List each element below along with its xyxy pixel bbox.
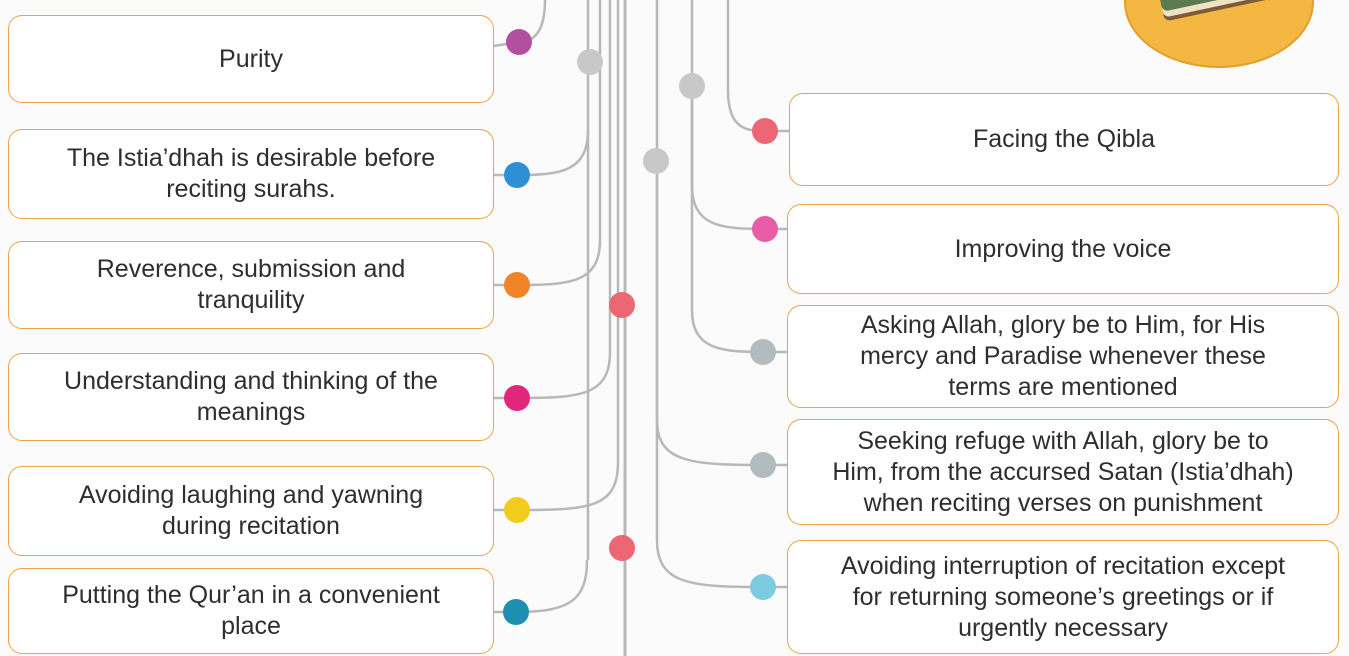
- right-item-seeking-refuge: Seeking refuge with Allah, glory be to H…: [787, 419, 1339, 525]
- right-item-2-line-1: Improving the voice: [954, 234, 1172, 263]
- right-dot-4: [750, 452, 776, 478]
- left-item-5-line-2: during recitation: [162, 512, 340, 540]
- trunk-dot-5: [609, 535, 635, 561]
- faded-heading: [460, 0, 1100, 10]
- left-item-avoid-laughing: Avoiding laughing and yawning during rec…: [8, 466, 494, 556]
- right-item-3-line-3: terms are mentioned: [948, 373, 1178, 401]
- left-item-purity: Purity: [8, 15, 494, 103]
- right-dot-2: [752, 216, 778, 242]
- left-item-3-line-2: tranquility: [197, 286, 305, 314]
- left-item-4-line-2: meanings: [196, 398, 306, 426]
- right-dot-1: [752, 118, 778, 144]
- left-item-1-line-1: Purity: [219, 44, 283, 73]
- left-item-istiadhah: The Istia’dhah is desirable before recit…: [8, 129, 494, 219]
- trunk-dot-1: [577, 49, 603, 75]
- left-item-understanding: Understanding and thinking of the meanin…: [8, 353, 494, 441]
- left-dot-4: [504, 385, 530, 411]
- left-item-2-line-2: reciting surahs.: [166, 175, 336, 203]
- trunk-dot-2: [679, 73, 705, 99]
- branch-line-13: [655, 175, 787, 589]
- right-item-asking-mercy: Asking Allah, glory be to Him, for His m…: [787, 305, 1339, 408]
- right-item-3-line-2: mercy and Paradise whenever these: [860, 342, 1266, 370]
- left-dot-3: [504, 272, 530, 298]
- left-item-6-line-1: Putting the Qur’an in a convenient: [62, 581, 440, 609]
- left-item-reverence: Reverence, submission and tranquility: [8, 241, 494, 329]
- branch-line-10: [690, 100, 787, 231]
- right-item-5-line-1: Avoiding interruption of recitation exce…: [840, 551, 1286, 580]
- right-item-1-line-1: Facing the Qibla: [972, 125, 1156, 153]
- right-item-5-line-3: urgently necessary: [958, 613, 1168, 642]
- book-cover: [1151, 0, 1279, 12]
- right-item-avoid-interruption: Avoiding interruption of recitation exce…: [787, 540, 1339, 654]
- left-dot-2: [504, 162, 530, 188]
- right-item-qibla: Facing the Qibla: [789, 93, 1339, 186]
- right-dot-5: [750, 574, 776, 600]
- right-item-4-line-2: Him, from the accursed Satan (Istia’dhah…: [832, 457, 1294, 486]
- branch-line-5: [492, 0, 620, 512]
- trunk-dot-4: [609, 292, 635, 318]
- left-dot-6: [503, 599, 529, 625]
- right-dot-3: [750, 339, 776, 365]
- trunk-dot-3: [643, 148, 669, 174]
- branch-line-9: [726, 0, 789, 133]
- left-item-4-line-1: Understanding and thinking of the: [64, 367, 438, 395]
- left-item-3-line-1: Reverence, submission and: [96, 255, 406, 283]
- left-dot-1: [506, 29, 532, 55]
- left-item-2-line-1: The Istia’dhah is desirable before: [66, 144, 436, 172]
- right-item-improving-voice: Improving the voice: [787, 204, 1339, 294]
- left-item-convenient-place: Putting the Qur’an in a convenient place: [8, 568, 494, 654]
- left-item-6-line-2: place: [221, 612, 281, 640]
- right-item-4-line-1: Seeking refuge with Allah, glory be to: [857, 426, 1269, 455]
- right-item-3-line-1: Asking Allah, glory be to Him, for His: [860, 311, 1266, 339]
- left-dot-5: [504, 497, 530, 523]
- right-item-4-line-3: when reciting verses on punishment: [863, 488, 1263, 517]
- right-item-5-line-2: for returning someone’s greetings or if: [852, 582, 1274, 611]
- left-item-5-line-1: Avoiding laughing and yawning: [78, 481, 424, 509]
